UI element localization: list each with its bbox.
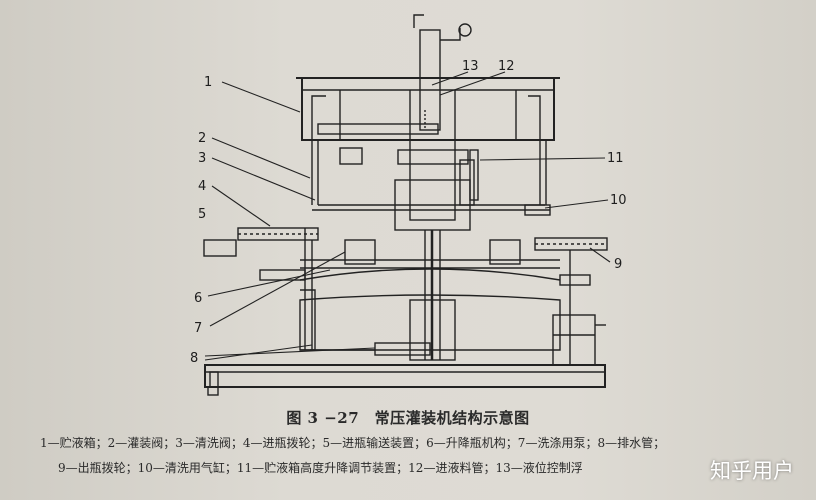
label-10: 10 [610, 193, 627, 208]
label-12: 12 [498, 59, 515, 74]
carousel [312, 204, 550, 211]
figure-caption: 图 3 −27 常压灌装机结构示意图 [286, 409, 530, 427]
label-11: 11 [607, 151, 624, 166]
watermark: 知乎用户 [710, 459, 794, 483]
label-4: 4 [198, 179, 206, 194]
infeed-conveyor [203, 239, 237, 257]
machine-base [204, 364, 606, 388]
legend-line-2: 9—出瓶拨轮；10—清洗用气缸；11—贮液箱高度升降调节装置；12—进液料管；1… [58, 461, 583, 475]
label-3: 3 [198, 151, 206, 166]
drain-pipe [374, 342, 431, 356]
legend-line-1: 1—贮液箱；2—灌装阀；3—清洗阀；4—进瓶拨轮；5—进瓶输送装置；6—升降瓶机… [40, 436, 666, 450]
label-6: 6 [194, 291, 202, 306]
label-5: 5 [198, 207, 206, 222]
label-2: 2 [198, 131, 206, 146]
label-1: 1 [204, 75, 212, 90]
filling-machine-diagram: 1 2 3 4 5 6 7 8 9 10 11 12 13 [190, 14, 627, 396]
label-13: 13 [462, 59, 479, 74]
label-7: 7 [194, 321, 202, 336]
label-9: 9 [614, 257, 622, 272]
inlet-pipe [419, 29, 441, 131]
label-8: 8 [190, 351, 198, 366]
